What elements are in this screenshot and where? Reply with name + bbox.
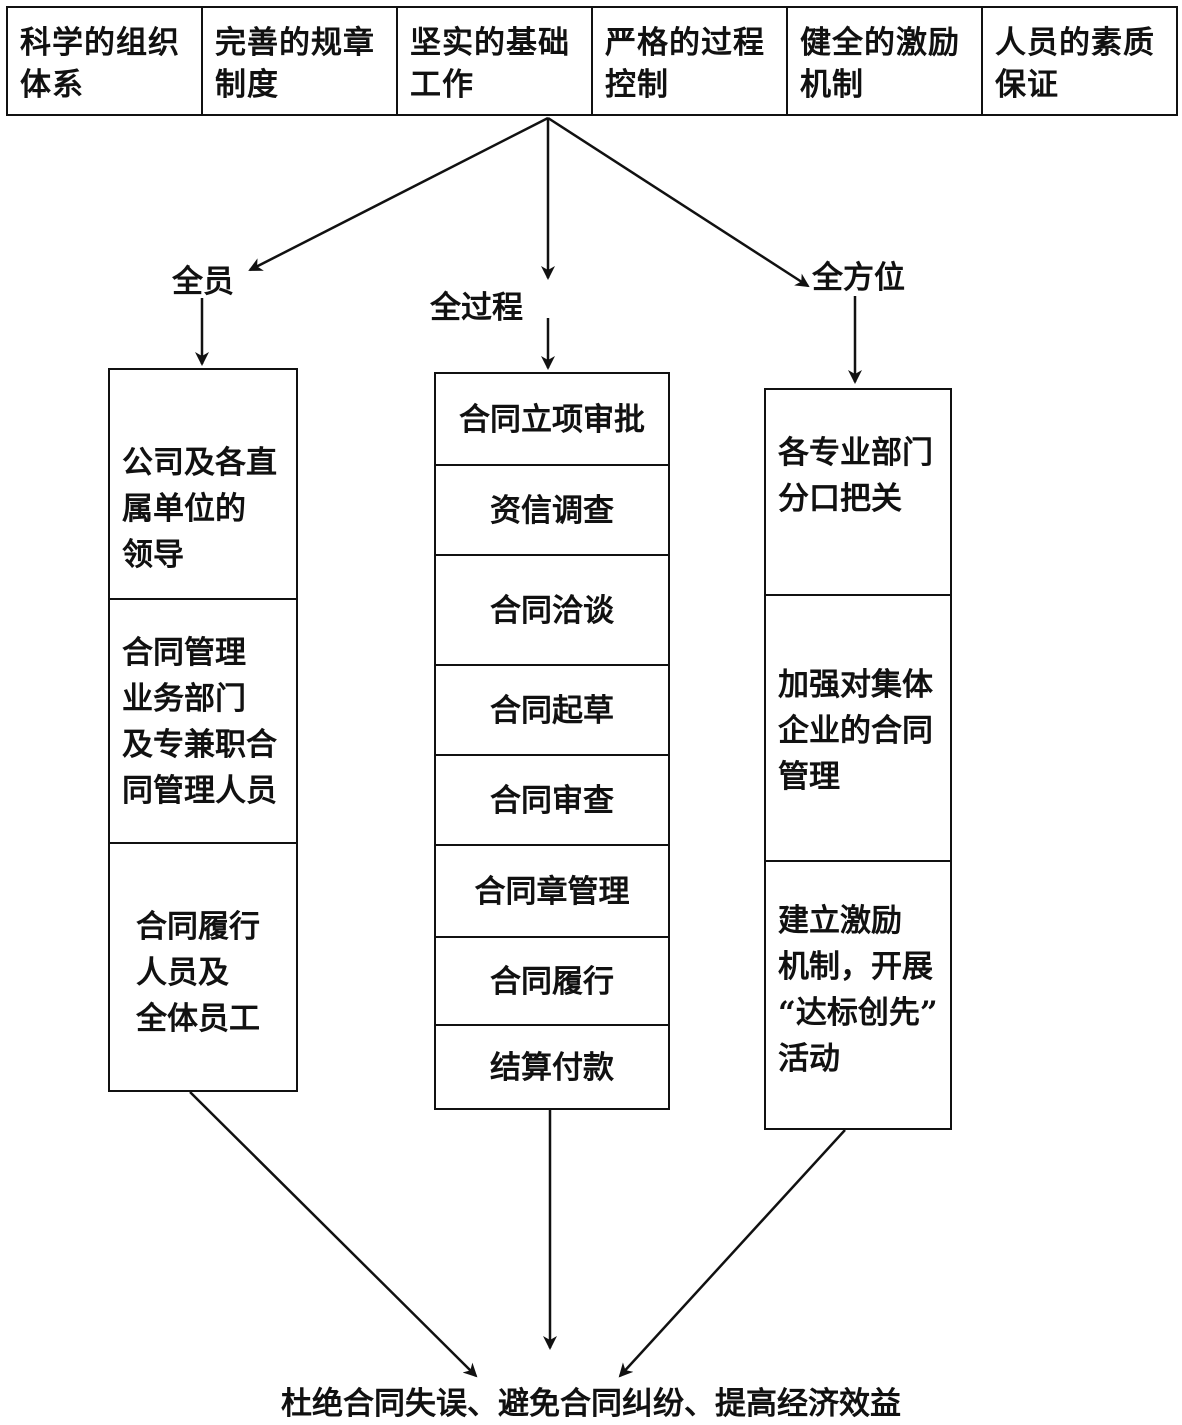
factor-text-line: 控制 — [605, 67, 669, 103]
process-step: 合同审查 — [436, 754, 668, 846]
factor-process-control: 严格的过程 控制 — [593, 8, 788, 114]
factor-text-line: 人员的素质 — [995, 25, 1155, 61]
cell-text-line: 同管理人员 — [122, 773, 277, 809]
process-step: 合同洽谈 — [436, 554, 668, 666]
cell-text-line: 合同履行 — [136, 909, 260, 945]
factor-text-line: 严格的过程 — [605, 25, 765, 61]
factor-text-line: 工作 — [410, 67, 474, 103]
process-step: 合同立项审批 — [459, 402, 645, 438]
cell-text-line: 活动 — [778, 1041, 840, 1077]
left-column: 公司及各直 属单位的 领导 合同管理 业务部门 及专兼职合 同管理人员 合同履行… — [108, 368, 298, 1092]
factor-text-line: 机制 — [800, 67, 864, 103]
arrow-top-to-all-staff — [248, 116, 549, 272]
factor-text-line: 科学的组织 — [20, 25, 180, 61]
process-step: 结算付款 — [436, 1024, 668, 1110]
factor-personnel-quality: 人员的素质 保证 — [983, 8, 1176, 114]
factor-text-line: 制度 — [215, 67, 279, 103]
cell-text-line: “达标创先” — [778, 995, 938, 1031]
cell-text-line: 及专兼职合 — [122, 727, 277, 763]
left-cell-all-employees: 合同履行 人员及 全体员工 — [110, 842, 296, 1092]
process-step: 合同章管理 — [436, 844, 668, 938]
arrow-top-to-all-round — [547, 116, 810, 288]
factor-organization: 科学的组织 体系 — [8, 8, 203, 114]
factor-rules: 完善的规章 制度 — [203, 8, 398, 114]
cell-text-line: 管理 — [778, 759, 840, 795]
branch-label-whole-process: 全过程 — [430, 290, 523, 326]
process-step: 合同起草 — [436, 664, 668, 756]
middle-column: 合同立项审批 资信调查 合同洽谈 合同起草 合同审查 合同章管理 合同履行 结算… — [434, 372, 670, 1110]
goal-text: 杜绝合同失误、避免合同纠纷、提高经济效益 — [281, 1386, 901, 1422]
arrow-left-column-to-goal — [189, 1091, 478, 1378]
right-cell-departments: 各专业部门 分口把关 — [766, 390, 950, 596]
cell-text-line: 分口把关 — [778, 481, 902, 517]
right-cell-collective-enterprises: 加强对集体 企业的合同 管理 — [766, 594, 950, 862]
left-cell-leadership: 公司及各直 属单位的 领导 — [110, 370, 296, 600]
factor-text-line: 坚实的基础 — [410, 25, 570, 61]
cell-text-line: 建立激励 — [778, 903, 902, 939]
right-column: 各专业部门 分口把关 加强对集体 企业的合同 管理 建立激励 机制，开展 “达标… — [764, 388, 952, 1130]
top-factors-row: 科学的组织 体系 完善的规章 制度 坚实的基础 工作 严格的过程 控制 健全的激… — [6, 6, 1178, 116]
factor-text-line: 保证 — [995, 67, 1059, 103]
cell-text-line: 全体员工 — [136, 1001, 260, 1037]
branch-label-all-round: 全方位 — [812, 260, 905, 296]
cell-text-line: 各专业部门 — [778, 435, 933, 471]
left-cell-management-staff: 合同管理 业务部门 及专兼职合 同管理人员 — [110, 598, 296, 844]
cell-text-line: 属单位的 — [122, 491, 246, 527]
right-cell-incentive-activities: 建立激励 机制，开展 “达标创先” 活动 — [766, 860, 950, 1130]
factor-text-line: 完善的规章 — [215, 25, 375, 61]
branch-label-all-staff: 全员 — [172, 264, 234, 300]
factor-incentive: 健全的激励 机制 — [788, 8, 983, 114]
cell-text-line: 业务部门 — [122, 681, 246, 717]
factor-text-line: 健全的激励 — [800, 25, 960, 61]
factor-foundation: 坚实的基础 工作 — [398, 8, 593, 114]
cell-text-line: 机制，开展 — [778, 949, 933, 985]
process-step: 资信调查 — [436, 464, 668, 556]
arrow-right-column-to-goal — [618, 1129, 846, 1378]
cell-text-line: 加强对集体 — [778, 667, 933, 703]
process-step: 合同履行 — [436, 936, 668, 1026]
factor-text-line: 体系 — [20, 67, 84, 103]
cell-text-line: 企业的合同 — [778, 713, 933, 749]
cell-text-line: 人员及 — [136, 955, 229, 991]
cell-text-line: 领导 — [122, 537, 184, 573]
cell-text-line: 合同管理 — [122, 635, 246, 671]
cell-text-line: 公司及各直 — [122, 445, 277, 481]
